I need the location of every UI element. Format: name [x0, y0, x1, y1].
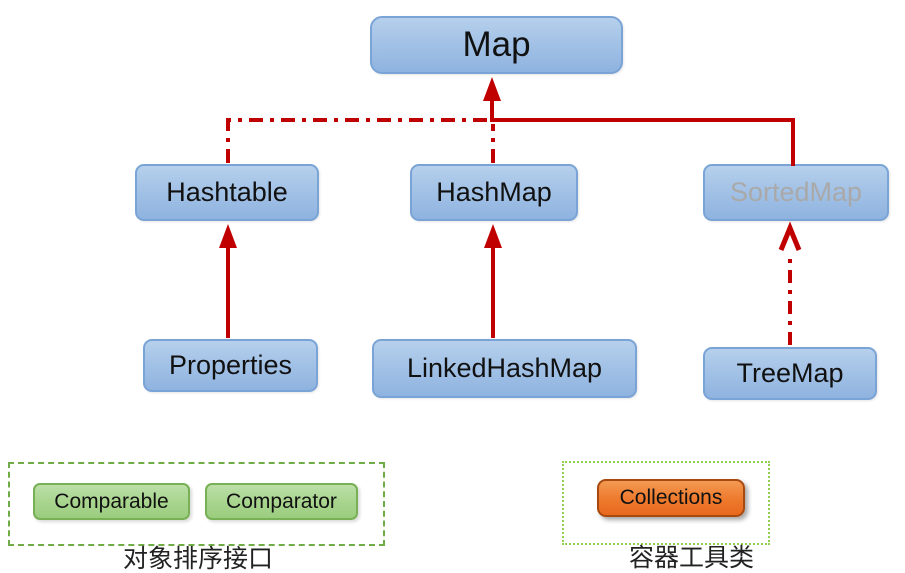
group-utility-classes: [562, 461, 770, 545]
node-hashtable: Hashtable: [135, 164, 319, 221]
box-comparable-label: Comparable: [54, 489, 169, 513]
box-collections-label: Collections: [619, 486, 723, 509]
node-properties: Properties: [143, 339, 318, 392]
box-comparable: Comparable: [33, 483, 190, 520]
edge-sortedmap-to-map: [490, 98, 795, 166]
box-collections: Collections: [597, 479, 745, 517]
node-treemap: TreeMap: [703, 347, 877, 400]
edge-hashmap-arrowhead: [484, 224, 502, 248]
group-utility-caption: 容器工具类: [629, 545, 755, 572]
node-hashmap-label: HashMap: [436, 177, 552, 207]
node-linkedhashmap-label: LinkedHashMap: [406, 353, 603, 383]
edge-sortedmap-arrowhead: [778, 221, 802, 251]
group-sorting-interfaces: [8, 462, 385, 546]
node-hashtable-label: Hashtable: [166, 177, 288, 207]
node-linkedhashmap: LinkedHashMap: [372, 339, 637, 398]
node-sortedmap: SortedMap: [703, 164, 889, 221]
edge-hashtable-arrowhead: [219, 224, 237, 248]
box-comparator: Comparator: [205, 483, 358, 520]
node-map: Map: [370, 16, 623, 74]
group-sorting-caption: 对象排序接口: [123, 546, 274, 573]
node-sortedmap-label: SortedMap: [729, 177, 863, 207]
node-map-label: Map: [462, 25, 531, 64]
node-properties-label: Properties: [168, 350, 293, 380]
edge-hashtable-to-map: [226, 118, 488, 163]
node-treemap-label: TreeMap: [736, 358, 844, 388]
edge-map-arrowhead: [483, 77, 501, 101]
box-comparator-label: Comparator: [226, 489, 337, 513]
node-hashmap: HashMap: [410, 164, 578, 221]
